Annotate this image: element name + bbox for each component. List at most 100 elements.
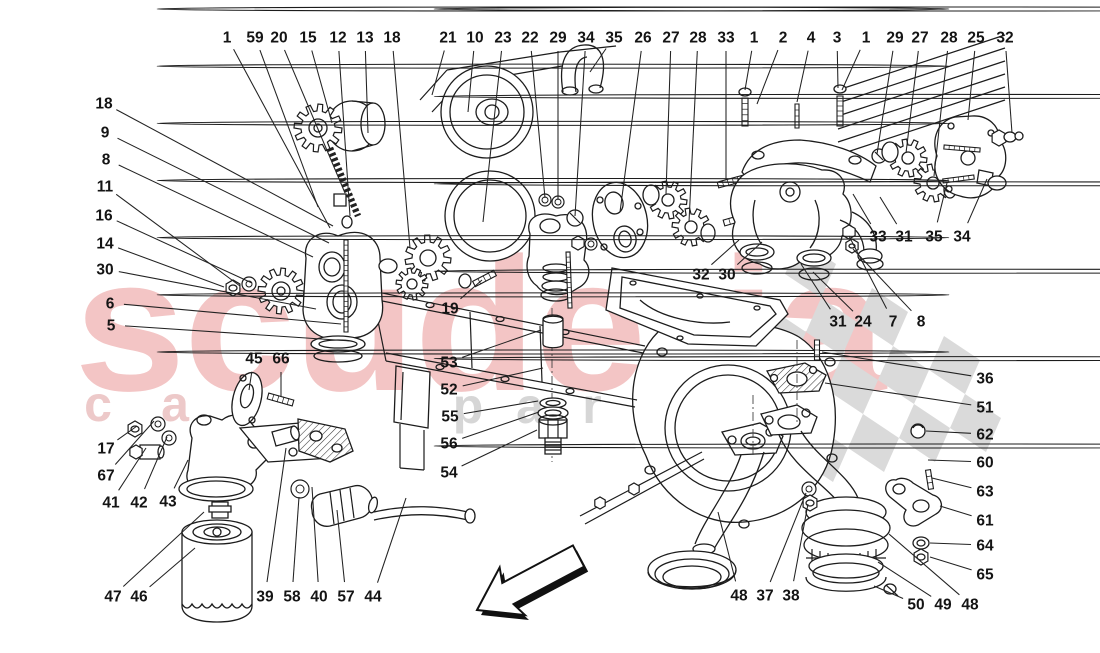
art-shape: [801, 509, 891, 547]
art-shape: [239, 374, 247, 382]
art-shape: [809, 199, 820, 249]
leader-line: [877, 561, 932, 597]
spring-icon: [156, 120, 950, 126]
art-shape: [805, 485, 813, 493]
art-shape: [728, 217, 731, 225]
art-shape: [851, 211, 877, 253]
art-shape: [360, 102, 386, 146]
callout-1: 1: [223, 30, 232, 47]
art-shape: [808, 365, 818, 375]
callout-1: 1: [862, 30, 871, 47]
leader-line: [1005, 50, 1013, 134]
leader-line: [118, 164, 314, 258]
art-shape: [569, 212, 581, 224]
callout-20: 20: [270, 30, 287, 47]
leader-line: [736, 241, 763, 265]
callout-36: 36: [976, 371, 994, 388]
leader-line: [931, 477, 972, 489]
leader-line: [888, 533, 960, 596]
callout-66: 66: [272, 351, 290, 368]
leader-line: [462, 329, 542, 358]
art-shape: [987, 175, 1007, 191]
callout-8: 8: [102, 152, 111, 169]
leader-line: [462, 411, 540, 439]
callout-45: 45: [245, 351, 263, 368]
art-shape: [399, 467, 425, 471]
leader-line: [967, 178, 988, 224]
callout-32: 32: [996, 30, 1013, 47]
art-shape: [295, 484, 305, 494]
leader-line: [929, 556, 972, 571]
flag-cell: [929, 336, 980, 394]
leader-line: [392, 50, 411, 249]
art-shape: [885, 477, 943, 527]
art-shape: [477, 278, 482, 285]
leader-line: [311, 50, 333, 124]
art-shape: [203, 526, 231, 538]
leader-line: [461, 429, 538, 467]
leader-line: [841, 49, 861, 91]
art-shape: [181, 602, 253, 609]
art-shape: [885, 584, 899, 597]
flag-cell: [878, 346, 929, 404]
callout-3: 3: [833, 30, 842, 47]
leader-line: [336, 509, 346, 583]
spring-icon: [433, 443, 1100, 449]
art-shape: [848, 155, 862, 165]
art-shape: [785, 187, 795, 197]
art-shape: [618, 230, 632, 248]
art-shape: [826, 453, 838, 463]
leader-line: [619, 50, 642, 213]
callout-8: 8: [917, 314, 926, 331]
art-shape: [604, 191, 624, 215]
callout-1: 1: [750, 30, 759, 47]
art-shape: [802, 253, 826, 263]
art-shape: [154, 420, 162, 428]
callout-34: 34: [953, 229, 971, 246]
flag-cell: [950, 394, 1001, 452]
art-shape: [634, 202, 642, 210]
art-shape: [539, 218, 561, 234]
art-shape: [231, 371, 263, 427]
art-shape: [373, 514, 469, 521]
spring-icon: [433, 356, 1100, 362]
art-shape: [654, 558, 730, 590]
art-shape: [349, 487, 355, 519]
art-shape: [805, 576, 887, 592]
art-shape: [963, 176, 965, 181]
leader-line: [756, 49, 779, 105]
art-shape: [952, 177, 954, 182]
gear-icon: [671, 207, 711, 247]
art-shape: [874, 151, 884, 161]
hex-nut-icon: [628, 482, 640, 496]
leader-line: [717, 511, 737, 582]
leader-line: [744, 50, 753, 91]
art-shape: [753, 305, 761, 311]
callout-48: 48: [730, 588, 748, 605]
leader-line: [122, 511, 205, 587]
art-shape: [196, 414, 212, 426]
callout-55: 55: [441, 409, 459, 426]
art-shape: [805, 499, 815, 507]
callout-23: 23: [494, 30, 512, 47]
callout-13: 13: [356, 30, 374, 47]
leader-line: [796, 50, 809, 103]
leader-line: [821, 351, 972, 377]
art-shape: [373, 506, 469, 513]
art-shape: [288, 447, 298, 457]
art-shape: [326, 284, 358, 320]
callout-28: 28: [940, 30, 958, 47]
leader-line: [933, 50, 949, 177]
gear-icon: [395, 267, 429, 301]
art-shape: [662, 565, 722, 589]
art-shape: [957, 176, 960, 182]
art-shape: [385, 352, 638, 401]
leader-line: [848, 235, 888, 309]
art-shape: [329, 491, 335, 525]
watermark-sub-letter: r: [582, 378, 601, 434]
callout-52: 52: [440, 382, 457, 399]
art-shape: [245, 280, 253, 288]
art-shape: [926, 475, 932, 478]
leader-line: [284, 49, 346, 194]
